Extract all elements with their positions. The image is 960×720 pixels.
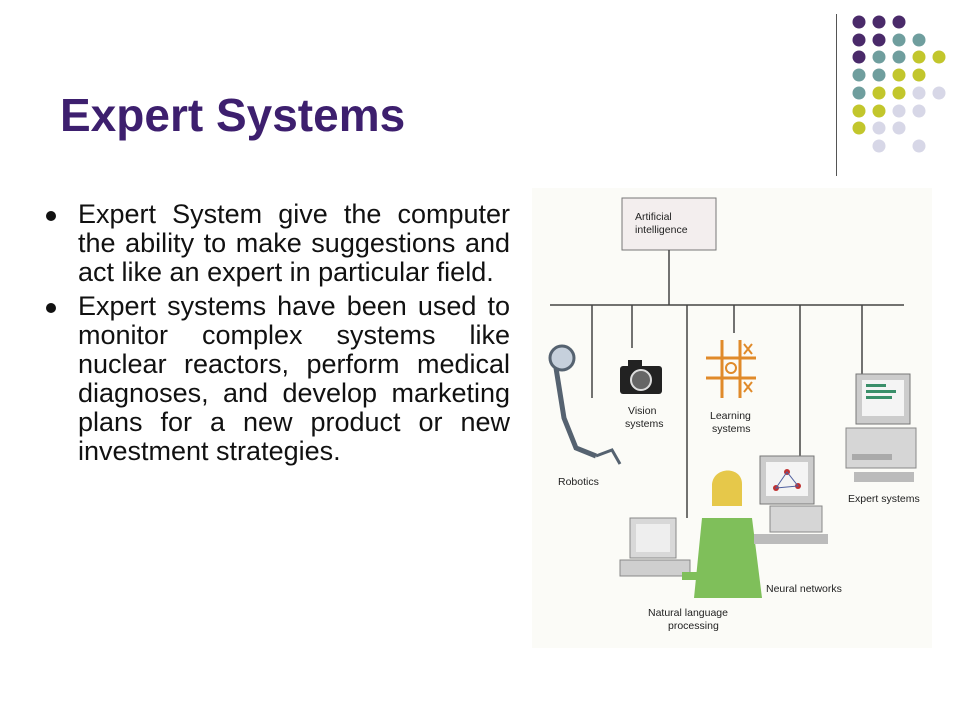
camera-icon bbox=[620, 360, 662, 394]
ai-branches-diagram: Artificial intelligence Robotics Vis bbox=[532, 188, 932, 648]
root-label-line-1: Artificial bbox=[635, 211, 672, 223]
tic-tac-toe-icon bbox=[706, 340, 756, 398]
vision-label-line-2: systems bbox=[625, 418, 664, 430]
bullet-list: Expert System give the computer the abil… bbox=[46, 200, 510, 471]
ai-root-node: Artificial intelligence bbox=[621, 197, 717, 251]
neural-networks-label: Neural networks bbox=[766, 583, 842, 595]
robotic-arm-icon bbox=[548, 344, 622, 465]
bullet-item: Expert systems have been used to monitor… bbox=[46, 292, 510, 466]
operator-at-computer-icon bbox=[619, 470, 762, 598]
root-label-line-2: intelligence bbox=[635, 224, 688, 236]
bullet-dot-icon bbox=[46, 211, 56, 221]
neural-network-computer-icon bbox=[754, 455, 828, 544]
vision-label-line-1: Vision bbox=[628, 405, 657, 417]
dot-grid-group bbox=[852, 15, 946, 153]
learning-label-line-2: systems bbox=[712, 423, 751, 435]
connector-lines bbox=[550, 250, 904, 518]
nlp-label-line-1: Natural language bbox=[648, 607, 728, 619]
bullet-dot-icon bbox=[46, 303, 56, 313]
bullet-text: Expert System give the computer the abil… bbox=[78, 199, 510, 287]
title-divider-line bbox=[836, 14, 837, 176]
learning-label-line-1: Learning bbox=[710, 410, 751, 422]
slide-title: Expert Systems bbox=[60, 89, 406, 141]
bullet-text: Expert systems have been used to monitor… bbox=[78, 291, 510, 466]
expert-systems-label: Expert systems bbox=[848, 493, 920, 505]
nlp-label-line-2: processing bbox=[668, 620, 719, 632]
robotics-label: Robotics bbox=[558, 476, 599, 488]
bullet-item: Expert System give the computer the abil… bbox=[46, 200, 510, 287]
expert-system-computer-icon bbox=[845, 373, 917, 482]
